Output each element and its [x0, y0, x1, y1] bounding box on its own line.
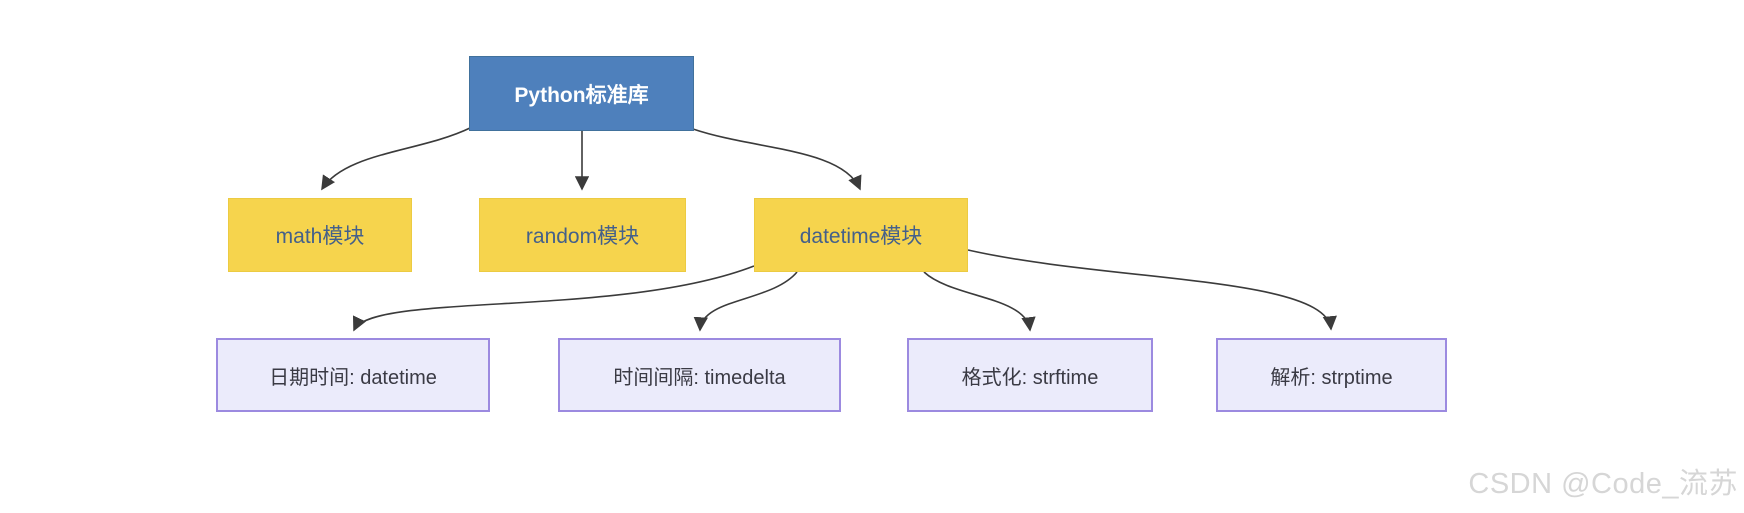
node-timedelta: 时间间隔: timedelta — [558, 338, 841, 412]
node-random-module: random模块 — [479, 198, 686, 272]
node-timedelta-label: 时间间隔: timedelta — [613, 366, 786, 389]
edge-root-to-math — [321, 127, 471, 191]
edge-datetime-to-strptime-leaf — [967, 249, 1337, 331]
node-random-module-label: random模块 — [525, 225, 640, 248]
edge-root-to-datetime — [692, 128, 862, 191]
node-math-module-label: math模块 — [275, 225, 365, 248]
edge-datetime-to-timedelta-leaf — [693, 271, 798, 332]
watermark: CSDN @Code_流苏 — [1468, 468, 1738, 500]
node-strptime-label: 解析: strptime — [1270, 366, 1393, 389]
node-python-stdlib-label: Python标准库 — [514, 83, 649, 107]
node-datetime-module-label: datetime模块 — [799, 225, 923, 248]
node-datetime-module: datetime模块 — [754, 198, 968, 272]
node-math-module: math模块 — [228, 198, 412, 272]
edge-datetime-to-datetime-leaf — [353, 265, 755, 332]
node-strftime: 格式化: strftime — [907, 338, 1153, 412]
node-datetime-class-label: 日期时间: datetime — [269, 366, 437, 389]
node-datetime-class: 日期时间: datetime — [216, 338, 490, 412]
node-python-stdlib: Python标准库 — [469, 56, 694, 131]
node-strftime-label: 格式化: strftime — [961, 366, 1099, 389]
node-strptime: 解析: strptime — [1216, 338, 1447, 412]
edge-datetime-to-strftime-leaf — [923, 271, 1036, 332]
